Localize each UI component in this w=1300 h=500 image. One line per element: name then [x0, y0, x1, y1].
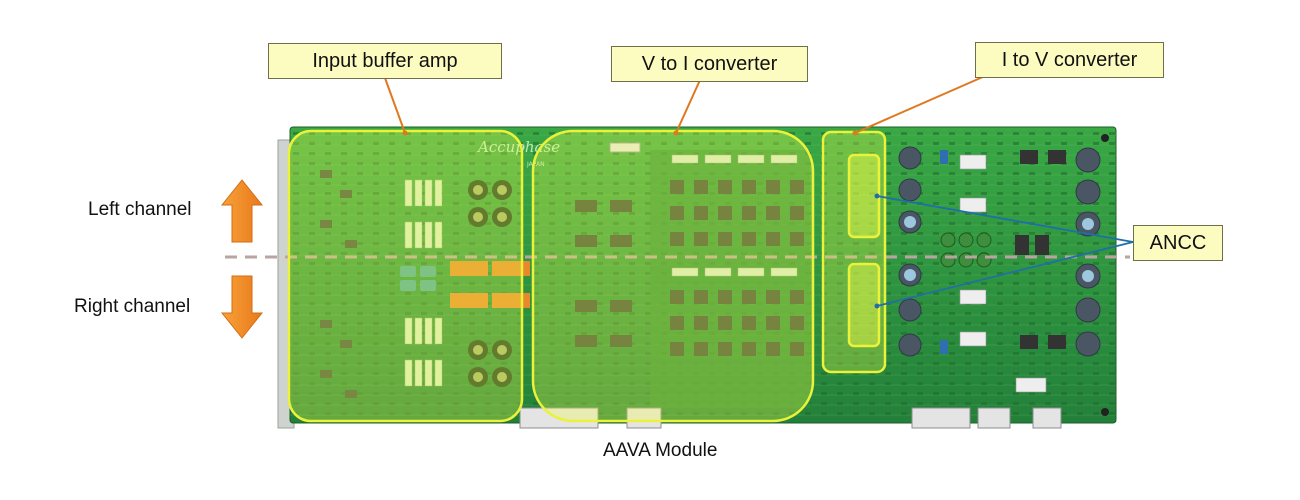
- leader-lines: [384, 75, 986, 134]
- callout-input-buffer-amp: Input buffer amp: [268, 43, 502, 79]
- module-caption: AAVA Module: [603, 440, 718, 461]
- v-to-i-highlight: [531, 129, 815, 423]
- input-buffer-highlight: [287, 129, 524, 423]
- mount-hole: [1101, 408, 1109, 416]
- ancc-highlight-lower: [847, 262, 881, 348]
- ancc-leader-lines: [876, 195, 1134, 307]
- input-buffer-components: [320, 170, 530, 398]
- arrow-up-icon: [220, 179, 264, 243]
- v-to-i-components: [575, 142, 810, 408]
- board-logo-origin: JAPAN: [526, 161, 545, 168]
- callout-v-to-i-converter: V to I converter: [611, 46, 808, 82]
- output-stage-components: [898, 146, 1101, 393]
- left-channel-label: Left channel: [88, 199, 192, 220]
- callout-i-to-v-converter: I to V converter: [975, 42, 1164, 78]
- mount-hole: [1101, 134, 1109, 142]
- bottom-connectors: [519, 407, 1062, 429]
- callout-ancc: ANCC: [1133, 225, 1223, 261]
- right-channel-label: Right channel: [74, 296, 191, 317]
- arrow-down-icon: [220, 275, 264, 339]
